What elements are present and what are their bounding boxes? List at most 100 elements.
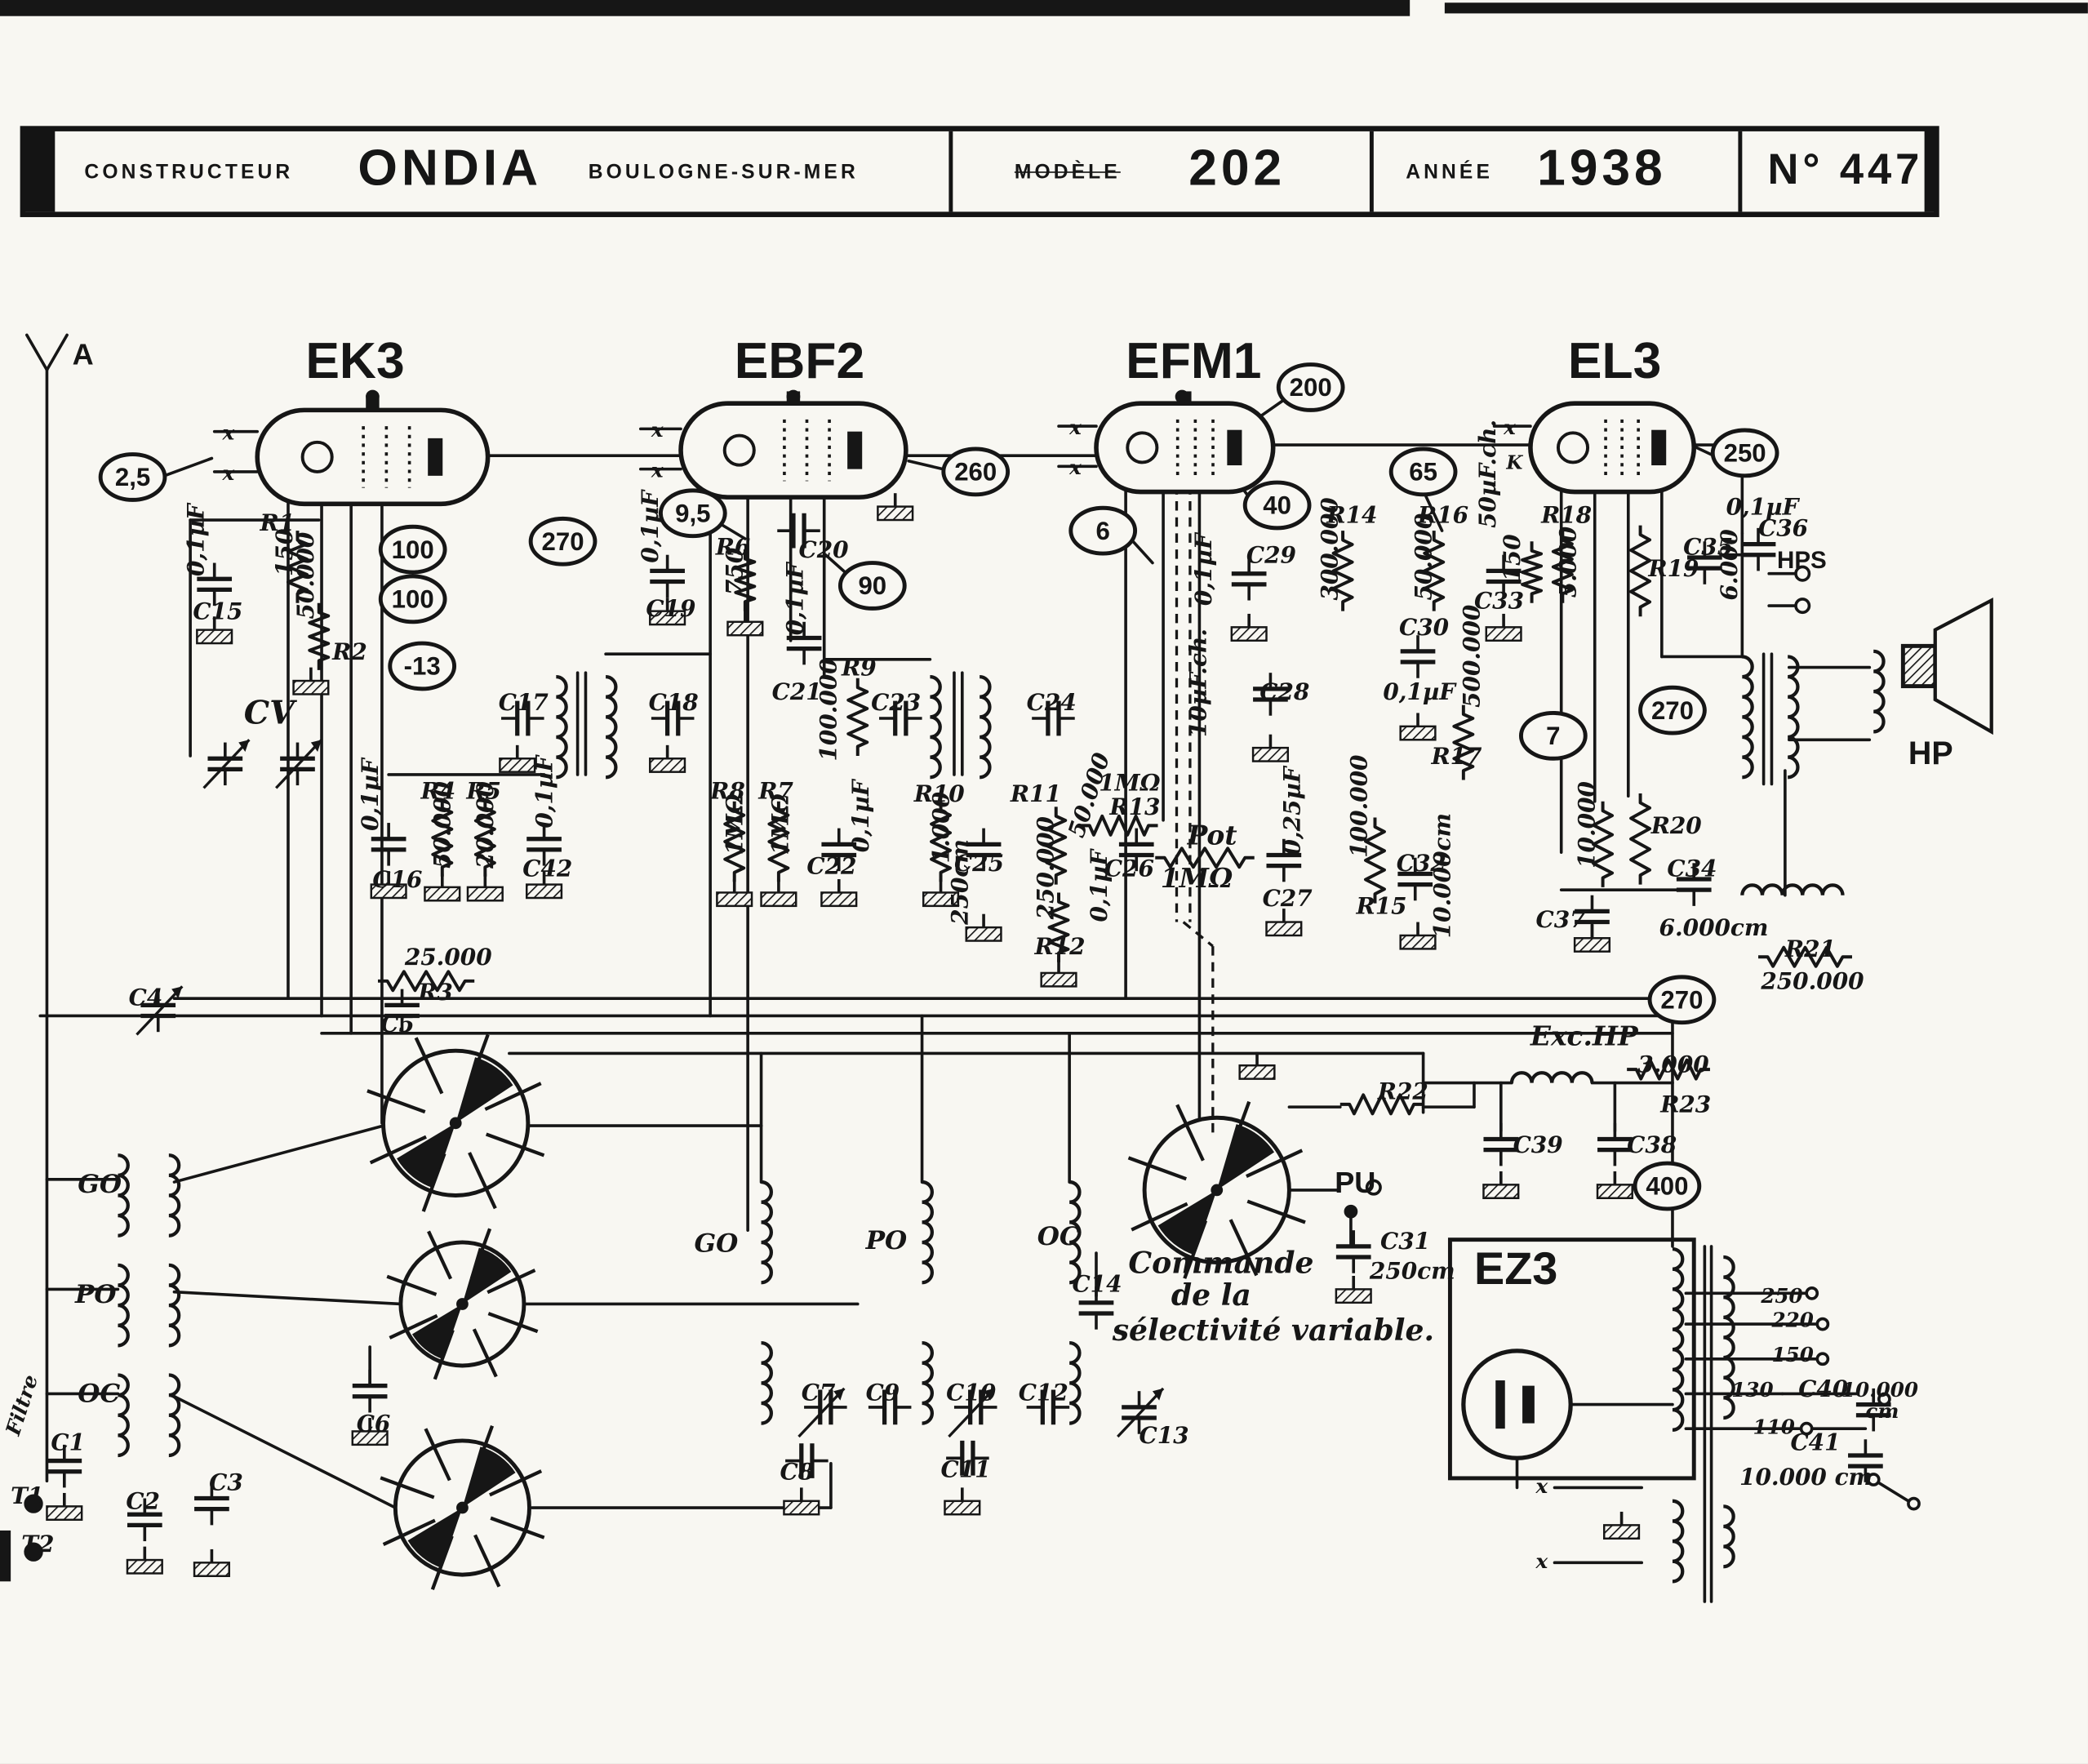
voltage-badge: 100	[378, 574, 447, 624]
component-label: C15	[193, 598, 242, 625]
capacitor	[371, 823, 406, 866]
component-label: C36	[1758, 515, 1808, 542]
component-label: C32	[1397, 850, 1446, 877]
component-label: 50.000	[292, 531, 319, 619]
component-label: 10.000	[1574, 781, 1601, 869]
component-label: x	[651, 418, 664, 442]
coil	[1742, 655, 1754, 780]
annee-value: 1938	[1537, 140, 1667, 198]
component-label: x	[222, 461, 235, 485]
component-label: C4	[129, 984, 163, 1011]
component-label: R6	[715, 534, 751, 561]
component-label: 0,1µF	[531, 754, 558, 829]
voltage-badge: -13	[388, 641, 457, 691]
component-label: R22	[1377, 1078, 1428, 1104]
svg-text:270: 270	[1651, 696, 1694, 725]
component-label: Filtre	[1, 1371, 42, 1438]
component-label: A	[73, 338, 94, 371]
resistor	[1452, 704, 1475, 780]
component-label: 220	[1770, 1308, 1813, 1331]
component-label: R16	[1417, 501, 1468, 528]
capacitor	[352, 1369, 388, 1413]
component-label: HPS	[1777, 547, 1827, 574]
ground-symbol	[424, 873, 461, 902]
resistor	[1045, 806, 1068, 885]
ground-symbol	[760, 879, 797, 908]
component-label: OC	[1037, 1222, 1080, 1251]
header-divider	[948, 131, 953, 212]
resistor	[377, 970, 475, 993]
component-label: 100.000	[1346, 754, 1373, 858]
capacitor	[948, 1387, 997, 1438]
capacitor	[786, 621, 822, 665]
component-label: C40	[1798, 1375, 1849, 1402]
component-label: 6.000cm	[1659, 914, 1769, 941]
component-label: C23	[871, 689, 921, 716]
capacitor	[275, 739, 323, 789]
component-label: C2	[126, 1488, 160, 1515]
ground-symbol	[1251, 734, 1290, 762]
component-label: 10.000 cm	[1739, 1464, 1873, 1491]
capacitor	[946, 1440, 989, 1476]
svg-text:100: 100	[392, 535, 434, 564]
wire	[172, 1290, 402, 1306]
ground-symbol	[370, 871, 407, 900]
component-label: C37	[1536, 906, 1587, 933]
ground-symbol	[126, 1546, 163, 1575]
component-label: C34	[1667, 855, 1717, 882]
component-label: GO	[694, 1229, 738, 1258]
capacitor	[650, 554, 685, 598]
ground-symbol	[1573, 924, 1611, 953]
terminal	[1799, 1421, 1814, 1436]
component-label: 250cm	[946, 839, 973, 926]
capacitor	[1486, 554, 1522, 598]
capacitor	[1397, 857, 1433, 901]
component-label: R5	[465, 778, 501, 805]
capacitor	[135, 985, 184, 1036]
component-label: CV	[244, 695, 297, 732]
terminal	[1175, 389, 1189, 404]
svg-text:2,5: 2,5	[115, 463, 150, 491]
component-label: EFM1	[1126, 333, 1261, 389]
ground-symbol	[1399, 713, 1437, 741]
resistor	[1758, 945, 1852, 968]
component-label: C25	[954, 850, 1004, 877]
capacitor	[1740, 527, 1776, 571]
ground-symbol	[877, 493, 914, 522]
component-label: C1	[51, 1429, 85, 1455]
component-label: 3.000	[1637, 1051, 1709, 1078]
svg-text:200: 200	[1290, 373, 1332, 402]
resistor	[1521, 541, 1544, 603]
component-label: 1.000	[927, 791, 954, 863]
voltage-badge: 270	[1647, 975, 1717, 1025]
component-label: C16	[372, 866, 422, 893]
capacitor	[797, 1387, 847, 1438]
coil	[1672, 1247, 1685, 1432]
component-label: C24	[1027, 689, 1077, 716]
voltage-badge: 200	[1276, 362, 1345, 412]
edge-mark	[0, 1530, 11, 1582]
wire	[159, 456, 214, 479]
component-label: C10	[946, 1380, 997, 1406]
component-label: Pot	[1187, 819, 1237, 851]
resistor	[930, 801, 953, 882]
component-label: C3	[209, 1469, 243, 1496]
component-label: C26	[1104, 855, 1154, 882]
component-label: 1MΩ	[722, 793, 749, 855]
terminal	[24, 1542, 43, 1562]
component-label: 1MΩ	[766, 793, 793, 855]
component-label: 300.000	[1317, 497, 1344, 601]
component-label: C18	[649, 689, 699, 716]
coil	[605, 674, 618, 780]
resistor	[1155, 846, 1255, 869]
capacitor	[1483, 1122, 1519, 1166]
resistor	[1364, 817, 1386, 904]
ground-symbol	[1596, 1171, 1633, 1200]
component-label: 0,1µF	[1190, 531, 1217, 606]
voltage-badge: 100	[378, 524, 447, 575]
component-label: 150	[1771, 1343, 1813, 1366]
capacitor	[966, 828, 1002, 872]
capacitor	[1253, 673, 1288, 716]
dashed-wire	[1182, 921, 1214, 948]
